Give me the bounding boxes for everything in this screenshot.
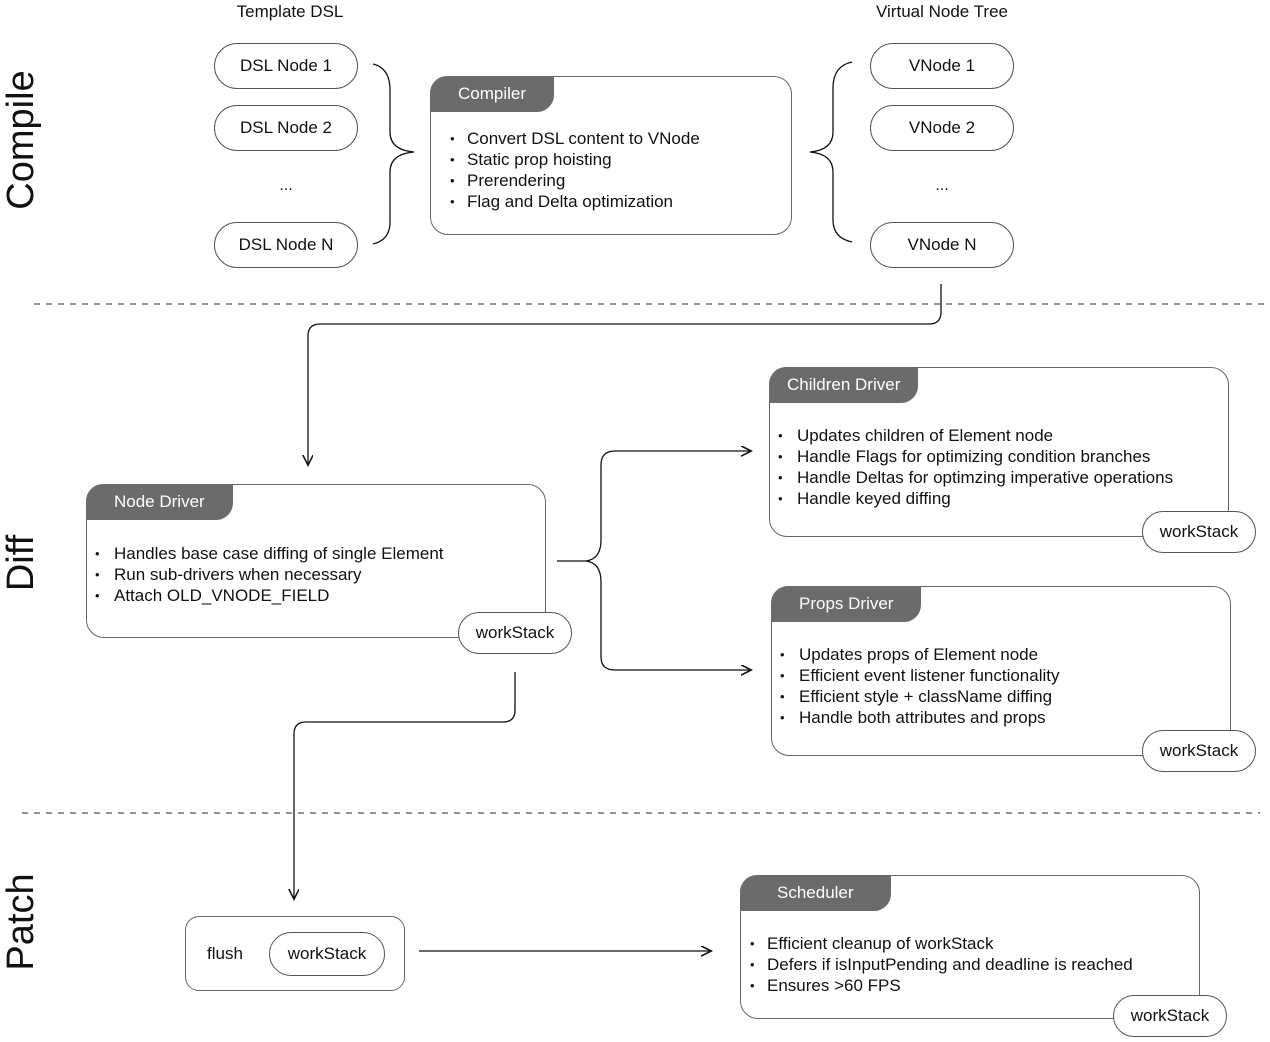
children-driver-items: Updates children of Element node Handle … <box>778 425 1173 509</box>
list-item: Defers if isInputPending and deadline is… <box>750 954 1133 975</box>
compiler-card: Compiler Convert DSL content to VNode St… <box>430 76 792 235</box>
flush-label: flush <box>207 944 243 963</box>
scheduler-card: Scheduler Efficient cleanup of workStack… <box>740 875 1200 1019</box>
flush-box: flush workStack <box>185 916 405 991</box>
stage-label-patch: Patch <box>0 873 42 971</box>
vnode: VNode N <box>870 222 1014 268</box>
dsl-node: DSL Node N <box>214 222 358 268</box>
node-driver-to-flush-arrow <box>294 672 516 898</box>
node-driver-card: Node Driver Handles base case diffing of… <box>86 484 546 638</box>
vnode: VNode 2 <box>870 105 1014 151</box>
scheduler-workstack-badge: workStack <box>1113 995 1227 1037</box>
right-brace <box>809 61 853 243</box>
props-driver-title: Props Driver <box>771 586 922 622</box>
props-driver-items: Updates props of Element node Efficient … <box>780 644 1060 728</box>
compiler-items: Convert DSL content to VNode Static prop… <box>450 128 700 212</box>
props-driver-card: Props Driver Updates props of Element no… <box>771 586 1231 756</box>
virtual-node-tree-title: Virtual Node Tree <box>876 2 1008 21</box>
list-item: Updates children of Element node <box>778 425 1173 446</box>
list-item: Ensures >60 FPS <box>750 975 1133 996</box>
stage-label-compile: Compile <box>0 70 42 210</box>
left-brace <box>372 63 415 245</box>
children-driver-title: Children Driver <box>769 367 919 403</box>
node-driver-title: Node Driver <box>86 484 233 520</box>
list-item: Handles base case diffing of single Elem… <box>95 543 444 564</box>
scheduler-title: Scheduler <box>740 875 891 911</box>
template-dsl-title: Template DSL <box>236 2 344 21</box>
list-item: Efficient style + className diffing <box>780 686 1060 707</box>
list-item: Attach OLD_VNODE_FIELD <box>95 585 444 606</box>
fork-to-children-driver-arrow <box>585 451 750 562</box>
list-item: Handle Flags for optimizing condition br… <box>778 446 1173 467</box>
stage-label-diff: Diff <box>0 534 42 592</box>
list-item: Efficient event listener functionality <box>780 665 1060 686</box>
node-driver-workstack-badge: workStack <box>458 612 572 654</box>
list-item: Static prop hoisting <box>450 149 700 170</box>
list-item: Run sub-drivers when necessary <box>95 564 444 585</box>
dsl-node-ellipsis: ... <box>279 177 293 194</box>
list-item: Handle both attributes and props <box>780 707 1060 728</box>
vnode-ellipsis: ... <box>935 177 949 194</box>
dsl-node: DSL Node 2 <box>214 105 358 151</box>
dsl-node: DSL Node 1 <box>214 43 358 89</box>
list-item: Flag and Delta optimization <box>450 191 700 212</box>
list-item: Prerendering <box>450 170 700 191</box>
list-item: Updates props of Element node <box>780 644 1060 665</box>
children-driver-workstack-badge: workStack <box>1142 511 1256 553</box>
compiler-title: Compiler <box>430 76 555 112</box>
list-item: Handle Deltas for optimzing imperative o… <box>778 467 1173 488</box>
children-driver-card: Children Driver Updates children of Elem… <box>769 367 1229 537</box>
list-item: Handle keyed diffing <box>778 488 1173 509</box>
list-item: Convert DSL content to VNode <box>450 128 700 149</box>
props-driver-workstack-badge: workStack <box>1142 730 1256 772</box>
list-item: Efficient cleanup of workStack <box>750 933 1133 954</box>
scheduler-items: Efficient cleanup of workStack Defers if… <box>750 933 1133 996</box>
flush-workstack-badge: workStack <box>269 932 385 976</box>
node-driver-items: Handles base case diffing of single Elem… <box>95 543 444 606</box>
vnode: VNode 1 <box>870 43 1014 89</box>
fork-to-props-driver-arrow <box>585 560 750 670</box>
